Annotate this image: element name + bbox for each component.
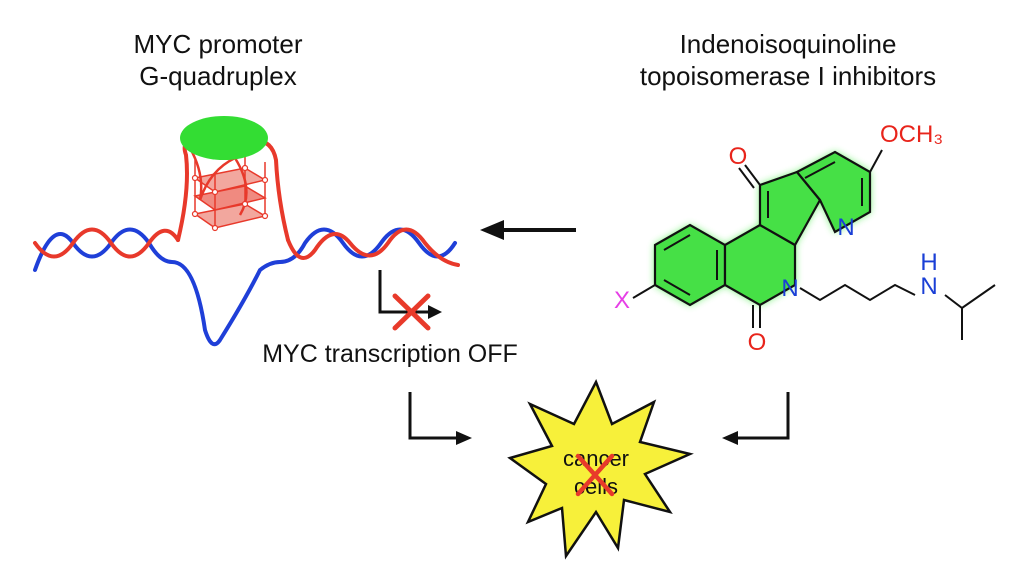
g-strand-lines [194,150,266,228]
dna-strand-blue-right [278,227,457,264]
atom-pyridine-n: N [837,214,854,241]
g-quadruplex [188,147,269,232]
indenoisoquinoline-molecule: O OCH₃ N N O H N X [614,121,996,356]
left-title: MYC promoter G-quadruplex [88,28,348,92]
dna-helix [33,137,460,347]
dna-strand-blue-left [33,227,282,347]
left-elbow-arrow [408,392,472,445]
cancer-cells-starburst: cancer cells [507,378,694,560]
atom-lactam-n: N [781,275,798,302]
right-title-line1: Indenoisoquinoline [679,29,897,59]
transcription-start-arrow [378,270,442,331]
atom-methoxy: OCH₃ [880,121,943,148]
cross-mark-transcription [392,293,431,331]
atom-ketone-oxygen: O [729,143,748,170]
atom-amine-h: H [920,249,937,276]
g-tetrad-bottom [193,203,267,229]
right-title-line2: topoisomerase I inhibitors [639,61,937,91]
left-title-line2: G-quadruplex [139,61,297,91]
cross-mark-cancer [575,453,615,497]
right-elbow-arrow [722,392,790,445]
cancer-label-line1: cancer [563,446,629,471]
dna-strand-red-right [286,227,460,267]
ligand-ellipse [180,116,268,160]
atom-amine-n: N [920,273,937,300]
atom-substituent-x: X [614,287,630,314]
atom-lactam-oxygen: O [748,329,767,356]
left-title-line1: MYC promoter [133,29,303,59]
g-loops [188,147,248,216]
right-title: Indenoisoquinoline topoisomerase I inhib… [598,28,978,92]
binding-arrow [480,220,576,240]
transcription-label: MYC transcription OFF [262,340,518,368]
dna-strand-red-left [33,227,180,259]
